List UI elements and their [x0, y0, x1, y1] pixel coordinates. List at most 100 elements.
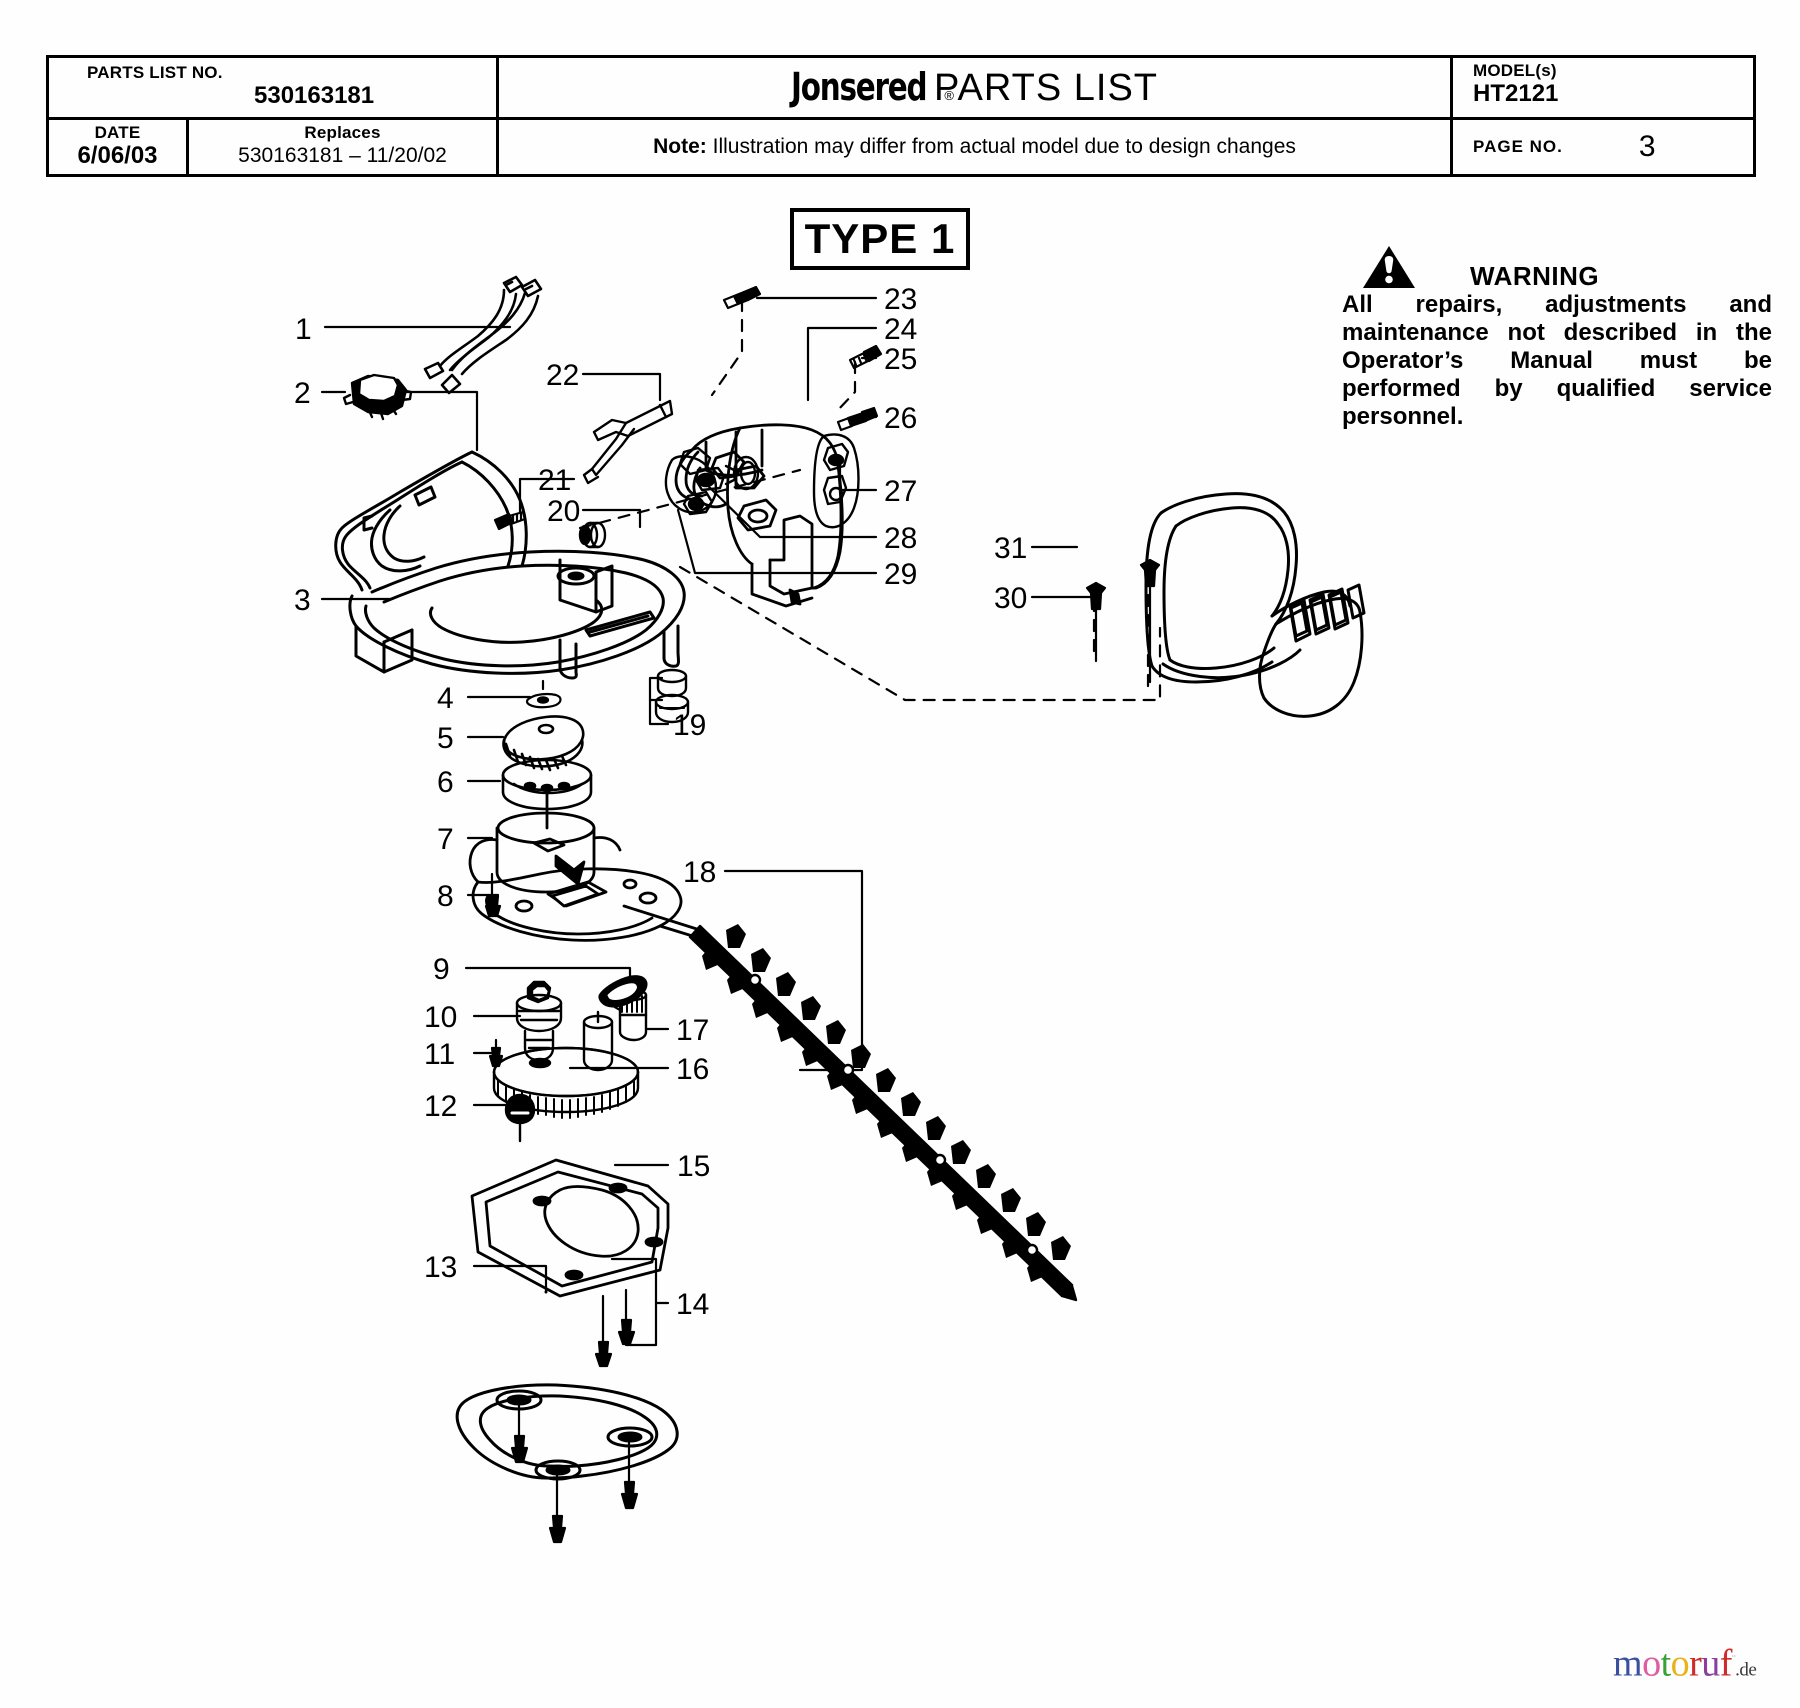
callout-22: 22 — [546, 359, 580, 392]
callout-21: 21 — [538, 464, 572, 497]
page-no-value: 3 — [1638, 130, 1656, 163]
part-17-link — [598, 975, 648, 1008]
part-7-gear-housing — [468, 788, 714, 944]
page-cell: PAGE NO. 3 — [1453, 120, 1753, 174]
callout-11: 11 — [424, 1038, 456, 1071]
logo-tld: .de — [1735, 1659, 1757, 1681]
header-middle-column: Jonsered ® PARTS LIST Note: Illustration… — [499, 58, 1453, 174]
note-text: Illustration may differ from actual mode… — [712, 135, 1296, 158]
part-2-switch — [342, 373, 413, 421]
part-21-screw — [493, 510, 527, 531]
callout-31: 31 — [994, 532, 1028, 565]
part-31-front-handle — [1144, 492, 1366, 718]
callout-15: 15 — [677, 1150, 711, 1183]
model-label: MODEL(s) — [1473, 61, 1557, 80]
motoruf-wordmark: motoruf — [1613, 1643, 1732, 1685]
part-25-screw — [848, 344, 883, 370]
callout-8: 8 — [437, 880, 454, 913]
part-20-grommet — [578, 521, 607, 549]
parts-list-no-label: PARTS LIST NO. — [87, 63, 223, 82]
header-right-column: MODEL(s) HT2121 PAGE NO. 3 — [1453, 58, 1753, 174]
part-30-screws — [1085, 558, 1161, 684]
part-23-screw — [722, 285, 762, 310]
brand-wrap: Jonsered ® PARTS LIST — [791, 67, 1158, 108]
callout-27: 27 — [884, 475, 918, 508]
callout-13: 13 — [424, 1251, 458, 1284]
warning-block: WARNING All repairs, adjustments and mai… — [1342, 245, 1772, 431]
callout-6: 6 — [437, 766, 454, 799]
warning-text: All repairs, adjustments and maintenance… — [1342, 291, 1772, 430]
callout-28: 28 — [884, 522, 918, 555]
date-replaces-row: DATE 6/06/03 Replaces 530163181 – 11/20/… — [49, 120, 496, 174]
part-16-gear — [492, 1010, 640, 1119]
type-label: TYPE 1 — [804, 215, 956, 262]
callout-2: 2 — [294, 377, 311, 410]
part-8-screw — [484, 872, 502, 918]
part-29-lockout-lever — [724, 455, 760, 491]
parts-list-no-cell: PARTS LIST NO. 530163181 — [49, 58, 496, 120]
callout-9: 9 — [433, 953, 450, 986]
type-label-box: TYPE 1 — [790, 208, 970, 270]
callout-23: 23 — [884, 283, 918, 316]
logo-letter: m — [1613, 1642, 1643, 1685]
date-value: 6/06/03 — [77, 142, 158, 169]
date-cell: DATE 6/06/03 — [49, 120, 189, 174]
motoruf-logo: motoruf¨.de — [1613, 1640, 1757, 1690]
header-table: PARTS LIST NO. 530163181 DATE 6/06/03 Re… — [46, 55, 1756, 177]
note-cell: Note: Illustration may differ from actua… — [499, 120, 1450, 174]
callout-24: 24 — [884, 313, 918, 346]
logo-mark: ¨ — [1731, 1653, 1736, 1665]
document-title: PARTS LIST — [934, 67, 1159, 109]
replaces-cell: Replaces 530163181 – 11/20/02 — [189, 120, 496, 174]
logo-letter: u — [1701, 1642, 1720, 1685]
note-label: Note: — [653, 135, 707, 158]
callout-19: 19 — [673, 709, 707, 742]
part-28-trigger-assembly — [664, 446, 726, 516]
callout-12: 12 — [424, 1090, 458, 1123]
logo-letter: t — [1660, 1642, 1672, 1685]
model-value: HT2121 — [1473, 80, 1559, 107]
page-no-label: PAGE NO. — [1473, 137, 1563, 156]
warning-triangle-icon — [1362, 245, 1416, 289]
callout-4: 4 — [437, 682, 454, 715]
logo-letter: r — [1689, 1642, 1702, 1685]
parts-list-no-value: 530163181 — [254, 82, 375, 109]
callout-18: 18 — [683, 856, 717, 889]
callout-16: 16 — [676, 1053, 710, 1086]
replaces-label: Replaces — [304, 123, 381, 142]
brand-title-cell: Jonsered ® PARTS LIST — [499, 58, 1450, 120]
part-27-side-cover — [812, 433, 860, 529]
callout-14: 14 — [676, 1288, 710, 1321]
logo-letter: o — [1642, 1642, 1661, 1685]
part-22-throttle-rod — [582, 399, 674, 485]
callout-25: 25 — [884, 343, 918, 376]
part-24-rear-handle-housing — [674, 423, 844, 608]
part-5-filter-cover — [502, 715, 585, 772]
replaces-value: 530163181 – 11/20/02 — [238, 144, 447, 167]
model-cell: MODEL(s) HT2121 — [1453, 58, 1753, 120]
jonsered-logo: Jonsered — [790, 65, 928, 109]
logo-letter: f — [1719, 1642, 1733, 1685]
part-14-screws — [510, 1288, 639, 1544]
part-12-plug — [504, 1093, 536, 1143]
callout-1: 1 — [295, 313, 312, 346]
part-4-washer — [525, 679, 562, 709]
part-19-bushings — [654, 668, 690, 724]
callout-7: 7 — [437, 823, 454, 856]
callout-20: 20 — [547, 495, 581, 528]
part-3-upper-housing — [334, 450, 686, 680]
callout-30: 30 — [994, 582, 1028, 615]
registered-trademark-icon: ® — [944, 88, 955, 103]
callout-26: 26 — [884, 402, 918, 435]
part-15-bottom-plate — [470, 1158, 670, 1298]
logo-letter: o — [1670, 1642, 1690, 1685]
warning-header: WARNING — [1342, 245, 1772, 291]
date-label: DATE — [94, 123, 141, 142]
part-13-bottom-bracket — [455, 1290, 679, 1481]
warning-title: WARNING — [1470, 261, 1600, 291]
callout-5: 5 — [437, 722, 454, 755]
callout-29: 29 — [884, 558, 918, 591]
callout-10: 10 — [424, 1001, 458, 1034]
